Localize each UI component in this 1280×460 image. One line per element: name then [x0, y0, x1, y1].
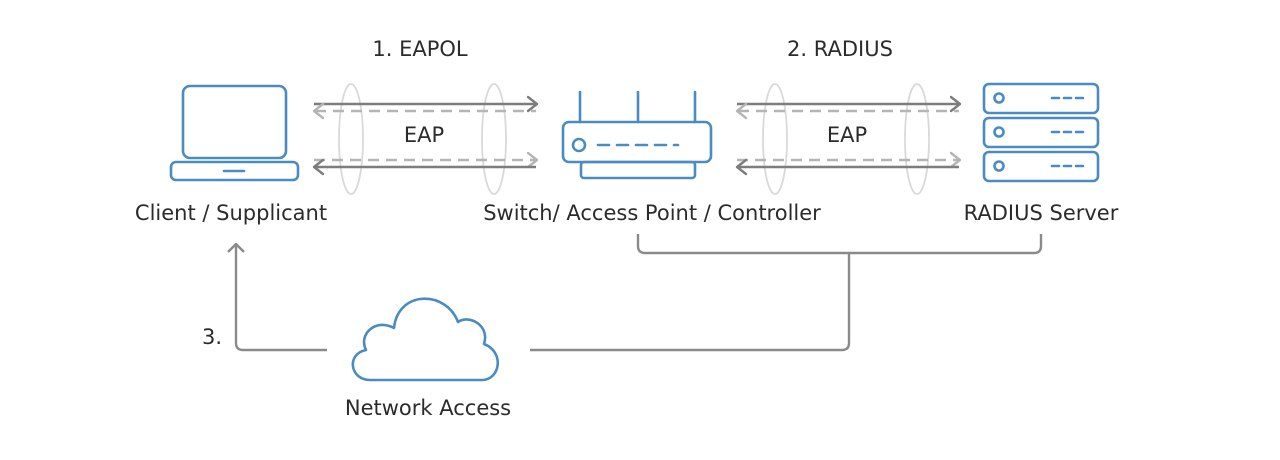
step-2-label: 2. RADIUS: [787, 37, 893, 61]
eapol-arrow-top-solid: [314, 95, 539, 113]
client-label: Client / Supplicant: [135, 201, 327, 225]
step-1-label: 1. EAPOL: [372, 37, 468, 61]
radius-arrow-bottom-solid: [735, 158, 959, 176]
radius-arrow-top-dashed: [735, 102, 959, 120]
client-access-connector: [234, 244, 327, 352]
router-icon: [561, 90, 713, 180]
eapol-arrow-bottom-dashed: [314, 151, 539, 169]
radius-arrow-top-solid: [737, 95, 962, 113]
radius-tunnel-right: [904, 83, 930, 195]
step-3-label: 3.: [202, 325, 222, 349]
eap-label-right: EAP: [827, 123, 867, 147]
switch-label: Switch/ Access Point / Controller: [483, 201, 821, 225]
radius-server-label: RADIUS Server: [964, 201, 1119, 225]
network-access-label: Network Access: [345, 396, 511, 420]
eapol-arrow-bottom-solid: [312, 158, 536, 176]
eapol-tunnel-right: [481, 83, 507, 195]
authorization-bracket: [636, 234, 1043, 255]
radius-arrow-bottom-dashed: [737, 151, 962, 169]
server-icon: [982, 82, 1100, 183]
network-access-connector: [530, 253, 851, 352]
eapol-tunnel-left: [338, 83, 364, 195]
laptop-icon: [169, 84, 300, 182]
radius-tunnel-left: [762, 83, 788, 195]
eap-label-left: EAP: [404, 123, 444, 147]
cloud-icon: [351, 297, 500, 382]
eapol-arrow-top-dashed: [312, 102, 536, 120]
client-access-arrowhead: [227, 242, 245, 253]
